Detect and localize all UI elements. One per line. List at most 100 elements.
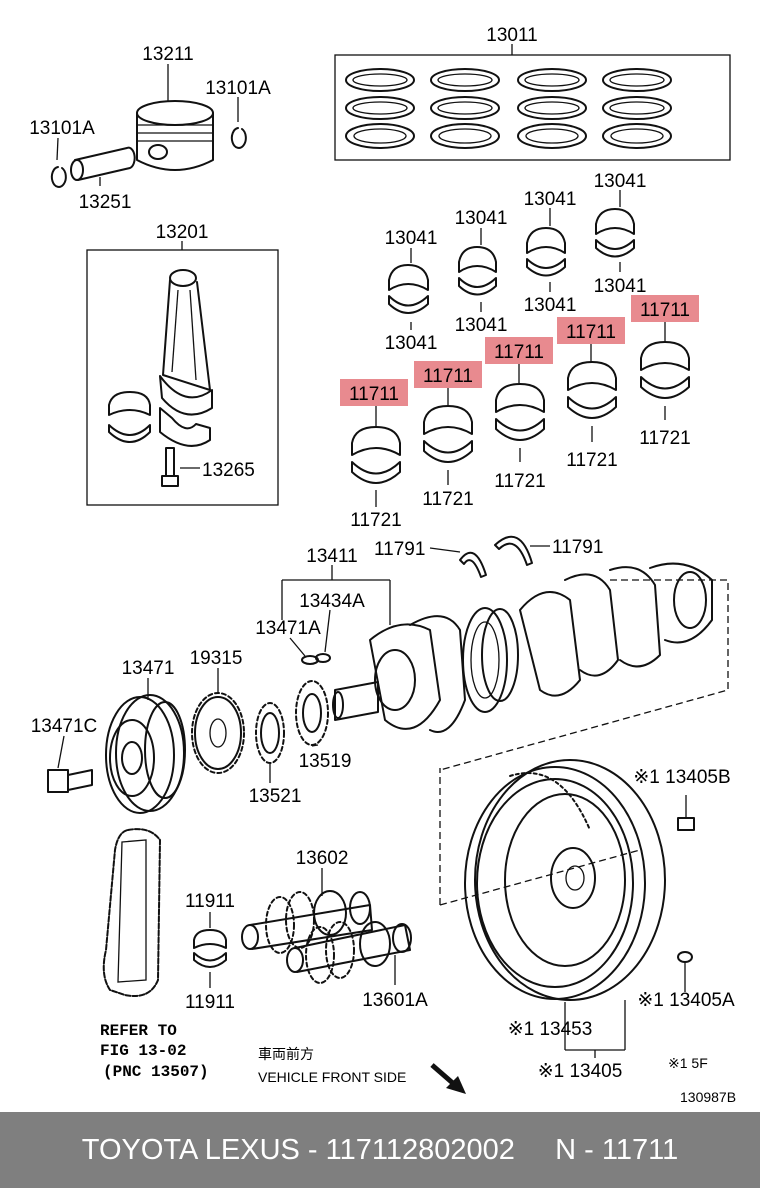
callout-13602: 13602 bbox=[296, 848, 349, 869]
callout-11711-2: 11711 bbox=[423, 366, 473, 387]
callout-13519: 13519 bbox=[299, 751, 352, 772]
balance-shafts: 13602 13601A bbox=[241, 848, 428, 1011]
rod-bolt: 13265 bbox=[161, 447, 255, 487]
timing-gear: 19315 bbox=[190, 648, 245, 774]
crankshaft bbox=[332, 562, 729, 771]
callout-13211: 13211 bbox=[142, 44, 193, 65]
crank-gear-13521: 13521 bbox=[249, 702, 302, 807]
callout-13265: 13265 bbox=[202, 460, 255, 481]
pulley-washer bbox=[315, 653, 331, 663]
figure-id: 130987B bbox=[680, 1089, 736, 1105]
callout-13471C: 13471C bbox=[31, 716, 98, 737]
callout-13101A-left: 13101A bbox=[29, 118, 95, 139]
callout-13251: 13251 bbox=[79, 192, 132, 213]
main-bearing-2: 11711 11721 bbox=[414, 361, 482, 510]
callout-13041-3a: 13041 bbox=[524, 189, 577, 210]
crank-pulley-group: 13411 13434A 13471A 13471 13471C bbox=[31, 546, 390, 814]
callout-13041-2a: 13041 bbox=[455, 208, 508, 229]
rod-bearing-3: 13041 13041 bbox=[524, 189, 577, 316]
ring-set-frame bbox=[334, 54, 731, 161]
callout-13041-3b: 13041 bbox=[524, 295, 577, 316]
refer-note: REFER TO FIG 13-02 (PNC 13507) bbox=[100, 1022, 209, 1081]
main-bearing-1: 11711 11721 bbox=[340, 379, 408, 531]
callout-13041-1b: 13041 bbox=[385, 333, 438, 354]
refer-line-2: FIG 13-02 bbox=[100, 1042, 186, 1060]
snap-ring-right: 13101A bbox=[205, 78, 271, 149]
callout-19315: 19315 bbox=[190, 648, 243, 669]
footer-text: TOYOTA LEXUS - 117112802002 N - 11711 bbox=[81, 1133, 679, 1166]
callout-11911-top: 11911 bbox=[185, 891, 235, 912]
rod-bearing-1: 13041 13041 bbox=[385, 228, 438, 354]
callout-11711-1: 11711 bbox=[349, 384, 399, 405]
ring-pack-4 bbox=[602, 68, 672, 149]
callout-13471A: 13471A bbox=[255, 618, 321, 639]
front-arrow-icon bbox=[430, 1063, 466, 1094]
callout-11711-3: 11711 bbox=[494, 342, 544, 363]
balance-shaft-bearing: 11911 11911 bbox=[185, 891, 235, 1013]
callout-13041-2b: 13041 bbox=[455, 315, 508, 336]
part-number-footer: TOYOTA LEXUS - 117112802002 N - 11711 bbox=[0, 1112, 760, 1188]
crank-gear-13519: 13519 bbox=[295, 680, 352, 772]
callout-13521: 13521 bbox=[249, 786, 302, 807]
flywheel-bolt-a: ※1 13405B bbox=[633, 767, 731, 831]
vehicle-front-note: 車両前方 VEHICLE FRONT SIDE bbox=[258, 1046, 466, 1094]
highlight-11711-4 bbox=[557, 317, 625, 344]
ring-pack-1 bbox=[345, 68, 415, 149]
ring-pack-3 bbox=[517, 68, 587, 149]
callout-11721-4: 11721 bbox=[566, 450, 617, 471]
callout-11711-4: 11711 bbox=[566, 322, 616, 343]
rod-bearing-2: 13041 13041 bbox=[455, 208, 508, 336]
flywheel bbox=[464, 759, 666, 1001]
callout-13405A: ※1 13405A bbox=[637, 990, 735, 1011]
flywheel-group: ※1 13405B ※1 13405A ※1 13453 ※1 13405 bbox=[439, 759, 735, 1082]
callout-11721-5: 11721 bbox=[639, 428, 690, 449]
highlight-11711-3 bbox=[485, 337, 553, 364]
callout-13201: 13201 bbox=[156, 222, 209, 243]
callout-13453: ※1 13453 bbox=[508, 1019, 593, 1040]
highlight-11711-5 bbox=[631, 295, 699, 322]
callout-13411: 13411 bbox=[306, 546, 357, 567]
rod-bearing-group: 13041 13041 13041 13041 13041 13041 1304… bbox=[385, 171, 647, 354]
callout-13434A: 13434A bbox=[299, 591, 365, 612]
callout-13041-1a: 13041 bbox=[385, 228, 438, 249]
callout-13011: 13011 bbox=[486, 25, 537, 46]
callout-11721-1: 11721 bbox=[350, 510, 401, 531]
callout-13101A-right: 13101A bbox=[205, 78, 271, 99]
front-side-en: VEHICLE FRONT SIDE bbox=[258, 1069, 406, 1085]
timing-chain bbox=[102, 828, 161, 997]
callout-13405: ※1 13405 bbox=[538, 1061, 623, 1082]
main-bearing-3: 11711 11721 bbox=[485, 337, 553, 492]
rod-cap bbox=[159, 407, 211, 447]
main-bearing-5: 11711 11721 bbox=[631, 295, 699, 449]
thrust-washers: 11791 11791 bbox=[374, 535, 603, 578]
footnote-mark: ※1 5F bbox=[668, 1055, 708, 1071]
rod-bearing-shell bbox=[108, 391, 151, 443]
callout-13041-4b: 13041 bbox=[594, 276, 647, 297]
refer-line-1: REFER TO bbox=[100, 1022, 177, 1040]
pulley-bolt: 13471C bbox=[31, 716, 98, 793]
exploded-parts-diagram: 13011 13211 13251 13101A 13101A 13201 bbox=[29, 25, 736, 1105]
piston: 13211 bbox=[136, 44, 214, 171]
piston-ring-set: 13011 bbox=[334, 25, 731, 161]
callout-13601A: 13601A bbox=[362, 990, 428, 1011]
ring-pack-2 bbox=[430, 68, 500, 149]
callout-11721-2: 11721 bbox=[422, 489, 473, 510]
callout-11711-5: 11711 bbox=[640, 300, 690, 321]
main-bearing-group: 11711 11721 11711 11721 11711 11721 bbox=[340, 295, 699, 531]
connecting-rod bbox=[159, 269, 213, 416]
front-side-jp: 車両前方 bbox=[258, 1046, 314, 1062]
rod-bearing-4: 13041 13041 bbox=[594, 171, 647, 297]
callout-11791-left: 11791 bbox=[374, 539, 425, 560]
callout-11791-right: 11791 bbox=[552, 537, 603, 558]
highlight-11711-1 bbox=[340, 379, 408, 406]
connecting-rod-assy: 13201 13265 bbox=[86, 222, 279, 506]
callout-11721-3: 11721 bbox=[494, 471, 545, 492]
flywheel-bolt-b: ※1 13405A bbox=[637, 951, 735, 1011]
callout-13041-4a: 13041 bbox=[594, 171, 647, 192]
refer-line-3: (PNC 13507) bbox=[103, 1063, 209, 1081]
callout-13405B: ※1 13405B bbox=[633, 767, 730, 788]
snap-ring-left: 13101A bbox=[29, 118, 95, 188]
highlight-11711-2 bbox=[414, 361, 482, 388]
piston-pin: 13251 bbox=[70, 146, 136, 213]
crank-pulley: 13471 bbox=[105, 658, 186, 814]
